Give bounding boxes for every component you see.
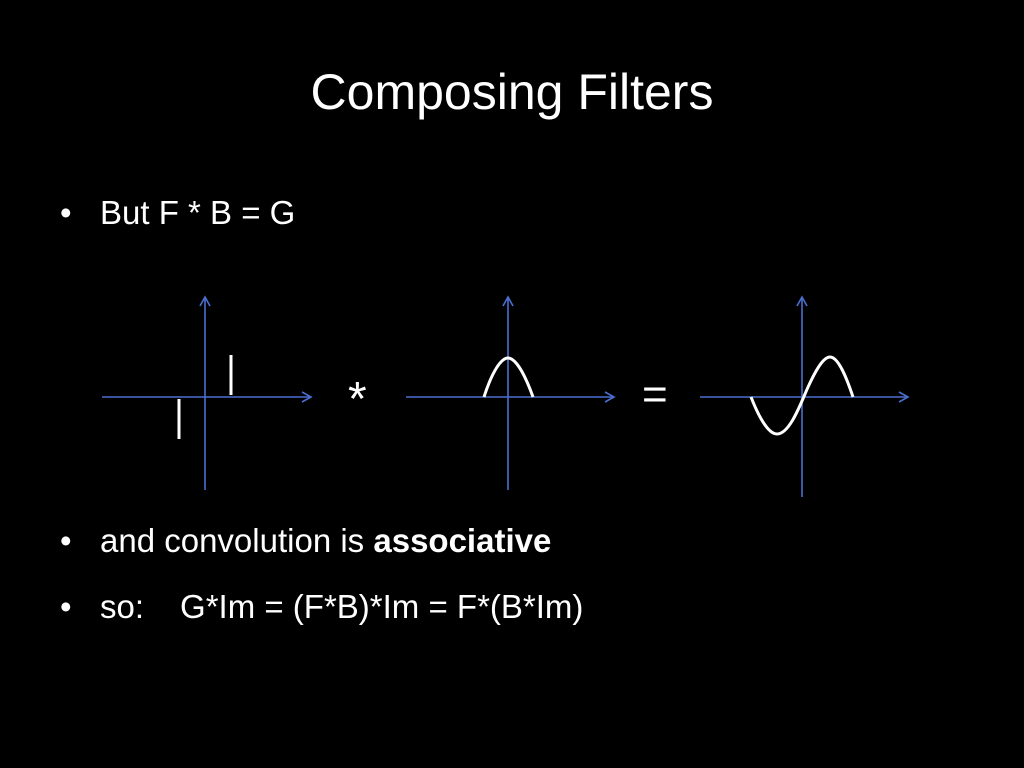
filter-b-plot xyxy=(406,295,616,490)
slide-title: Composing Filters xyxy=(310,64,714,120)
filter-f-plot xyxy=(102,295,313,490)
filter-g-curve xyxy=(749,355,855,436)
bullet-2: • and convolution is associative xyxy=(60,521,551,561)
bullet-1: • But F * B = G xyxy=(60,193,295,233)
filter-g-plot xyxy=(700,295,910,497)
bullet-2-text: and convolution is xyxy=(100,522,374,559)
bullet-3-text: G*Im = (F*B)*Im = F*(B*Im) xyxy=(180,588,584,625)
bullet-marker: • xyxy=(60,194,72,231)
convolve-operator: * xyxy=(348,373,367,426)
bullet-marker: • xyxy=(60,588,72,625)
filter-b-curve xyxy=(482,356,535,398)
bullet-3: • so: G*Im = (F*B)*Im = F*(B*Im) xyxy=(60,587,583,627)
bullet-1-text: But F * B = G xyxy=(100,194,296,231)
bullet-2-emphasis: associative xyxy=(373,522,552,559)
equals-operator: = xyxy=(642,370,668,419)
bullet-3-label: so: xyxy=(100,588,145,625)
bullet-marker: • xyxy=(60,522,72,559)
